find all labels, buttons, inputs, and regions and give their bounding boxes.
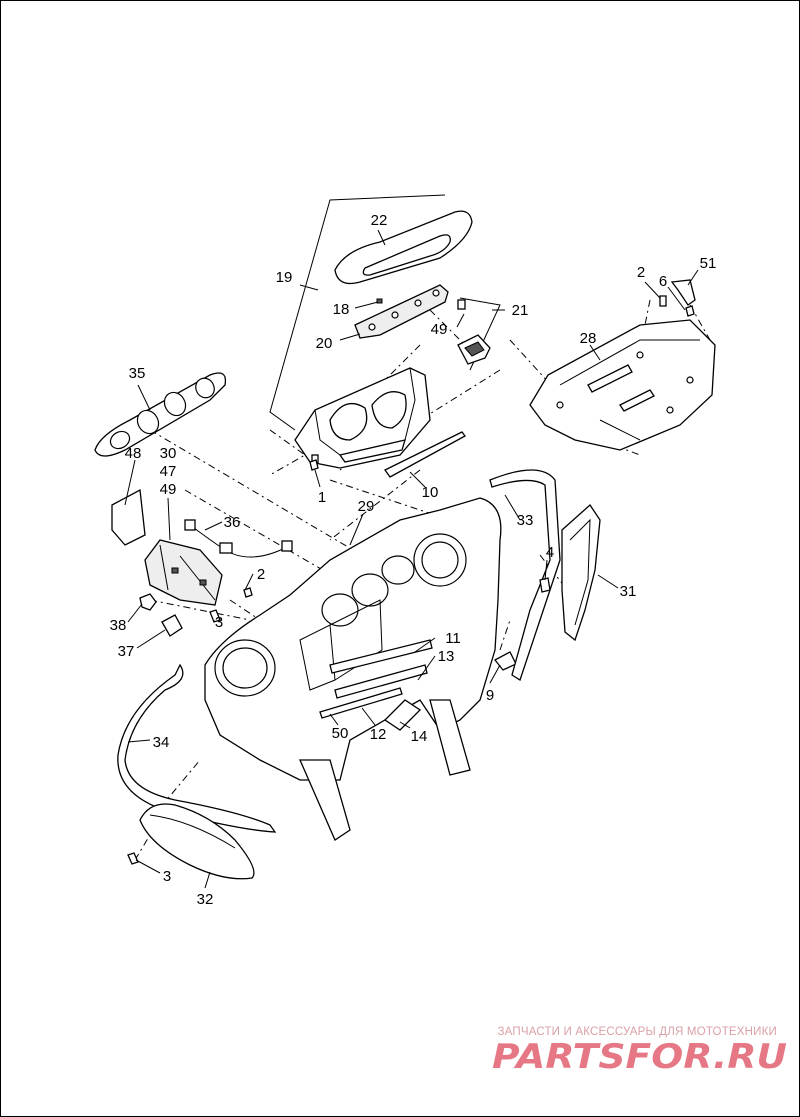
part-48-cover bbox=[111, 488, 146, 546]
part-9-connector bbox=[494, 651, 517, 671]
callout-4: 4 bbox=[546, 544, 554, 561]
part-1-screw bbox=[309, 459, 319, 471]
screw-3a bbox=[209, 609, 221, 623]
part-34-edge-trim bbox=[117, 663, 277, 833]
gauge-housing bbox=[294, 367, 431, 469]
callout-19: 19 bbox=[276, 269, 293, 286]
callout-51: 51 bbox=[700, 255, 717, 272]
callout-31: 31 bbox=[620, 583, 637, 600]
part-51-bracket bbox=[659, 279, 696, 317]
callout-3-bottom: 3 bbox=[163, 868, 171, 885]
callout-18: 18 bbox=[333, 301, 350, 318]
callout-14: 14 bbox=[411, 728, 428, 745]
part-11-13-bars bbox=[329, 639, 433, 699]
callout-32: 32 bbox=[197, 891, 214, 908]
callout-21: 21 bbox=[512, 302, 529, 319]
callout-49-top: 49 bbox=[431, 321, 448, 338]
callout-2-top: 2 bbox=[637, 264, 645, 281]
part-30-radio-assembly bbox=[144, 539, 223, 606]
callout-labels: 22 19 18 20 21 49 2 6 51 28 35 1 10 48 3… bbox=[110, 212, 717, 908]
callout-34: 34 bbox=[153, 734, 170, 751]
callout-12: 12 bbox=[370, 726, 387, 743]
watermark-logo: PARTSFOR.RU bbox=[492, 1037, 787, 1077]
part-29-main-fairing bbox=[204, 497, 502, 841]
callout-11: 11 bbox=[445, 630, 461, 647]
part-10-strip bbox=[384, 431, 466, 478]
bracket-outline-19 bbox=[269, 194, 446, 431]
callout-29: 29 bbox=[358, 498, 375, 515]
watermark: ЗАПЧАСТИ И АКСЕССУАРЫ ДЛЯ МОТОТЕХНИКИ PA… bbox=[492, 1026, 787, 1077]
part-20-bracket bbox=[354, 284, 449, 339]
callout-28: 28 bbox=[580, 330, 597, 347]
part-37-plug bbox=[161, 614, 183, 637]
part-31-side-panel bbox=[561, 504, 601, 642]
callout-49-left: 49 bbox=[160, 481, 177, 498]
callout-38: 38 bbox=[110, 617, 127, 634]
part-32-lower-cap bbox=[127, 803, 255, 880]
callout-30: 30 bbox=[160, 445, 177, 462]
part-4-screw bbox=[539, 577, 551, 593]
callout-37: 37 bbox=[118, 643, 135, 660]
callout-6: 6 bbox=[659, 273, 667, 290]
callout-3-mid: 3 bbox=[215, 614, 223, 631]
part-36-harness bbox=[184, 519, 293, 598]
callout-leaders bbox=[124, 229, 699, 889]
part-35-bezel-trim bbox=[94, 372, 227, 457]
callout-36: 36 bbox=[224, 514, 241, 531]
part-21-switch bbox=[457, 299, 491, 365]
callout-35: 35 bbox=[129, 365, 146, 382]
callout-22: 22 bbox=[371, 212, 388, 229]
callout-10: 10 bbox=[422, 484, 439, 501]
part-22-top-trim bbox=[334, 210, 473, 285]
part-28-inner-panel bbox=[529, 319, 716, 451]
callout-1: 1 bbox=[318, 489, 326, 506]
callout-9: 9 bbox=[486, 687, 494, 704]
part-38-clip bbox=[139, 593, 157, 611]
callout-2-mid: 2 bbox=[257, 566, 265, 583]
watermark-subtitle: ЗАПЧАСТИ И АКСЕССУАРЫ ДЛЯ МОТОТЕХНИКИ bbox=[497, 1026, 777, 1038]
callout-48: 48 bbox=[125, 445, 142, 462]
callout-47: 47 bbox=[160, 463, 177, 480]
callout-13: 13 bbox=[438, 648, 455, 665]
callout-20: 20 bbox=[316, 335, 333, 352]
callout-50: 50 bbox=[332, 725, 349, 742]
callout-33: 33 bbox=[517, 512, 534, 529]
part-33-side-strip bbox=[489, 469, 561, 681]
part-50-12-14-lower bbox=[319, 687, 422, 731]
